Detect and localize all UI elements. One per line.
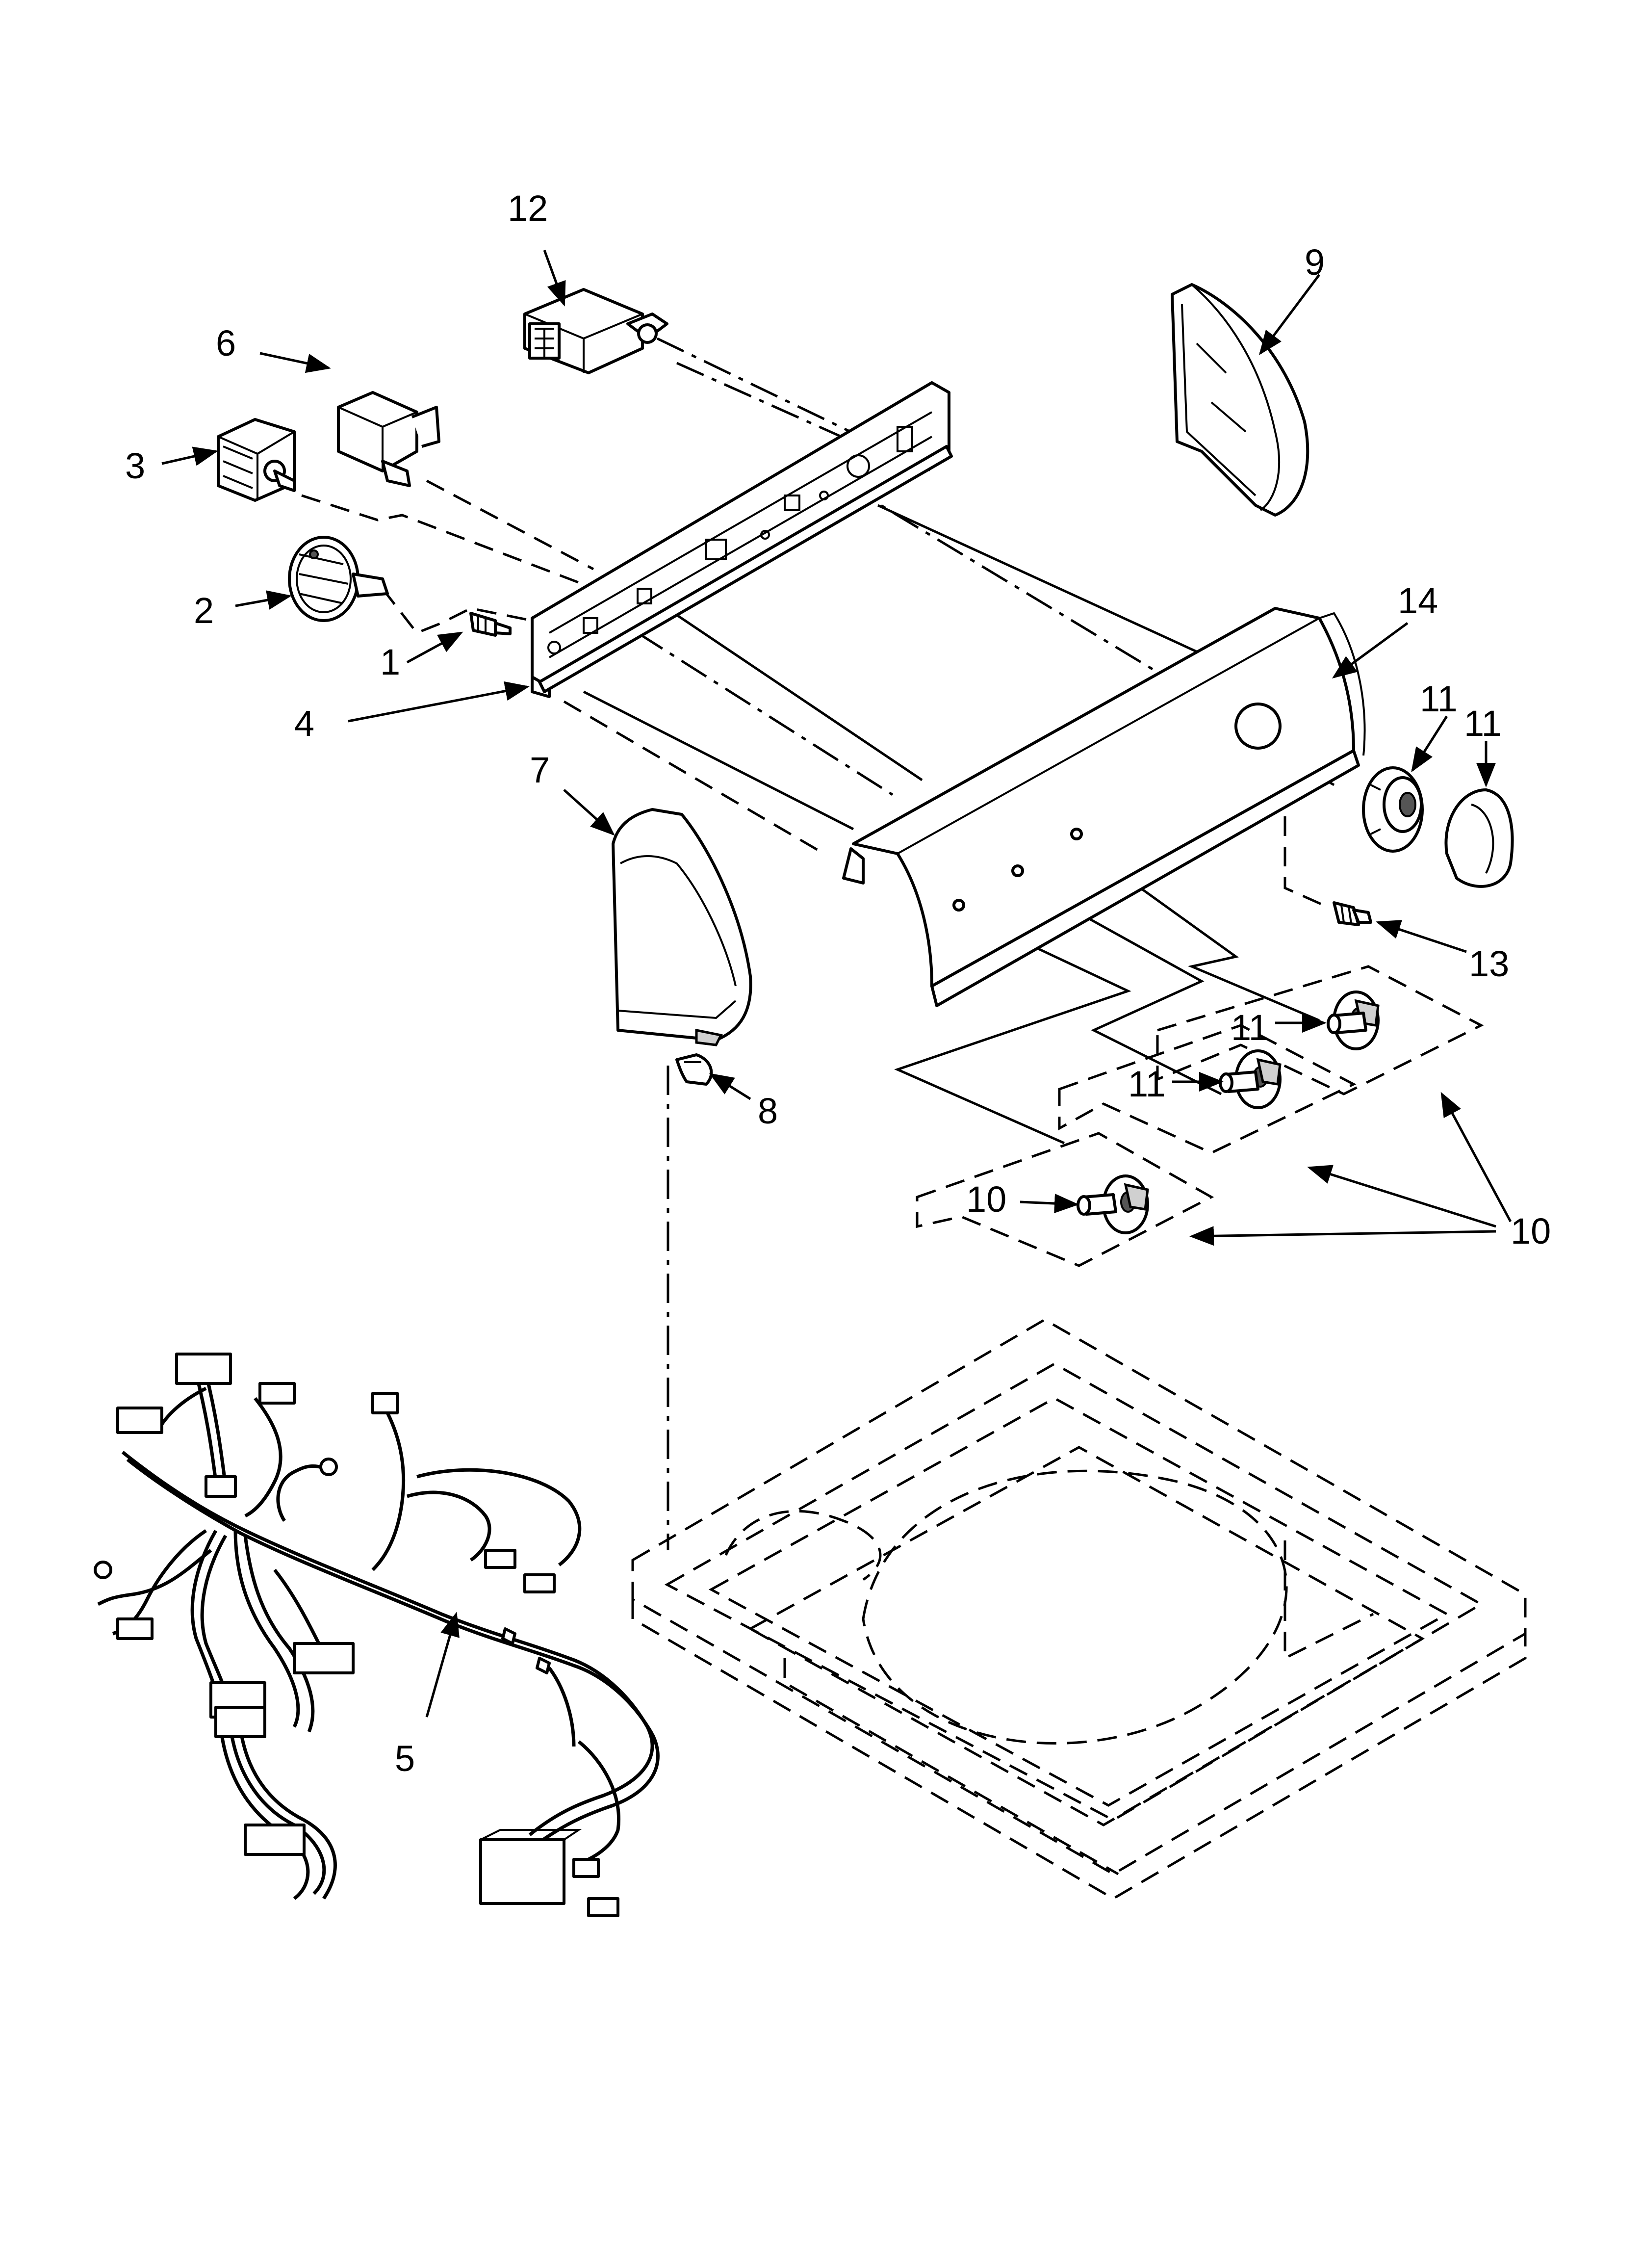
callout-4: 4 bbox=[294, 703, 314, 744]
callout-8: 8 bbox=[758, 1091, 778, 1131]
callout-2: 2 bbox=[194, 590, 214, 631]
callout-6: 6 bbox=[216, 323, 236, 364]
callout-11-lower: 10 bbox=[966, 1179, 1006, 1220]
end-cap-part-9 bbox=[1171, 283, 1309, 517]
console-panel-part-16 bbox=[842, 607, 1366, 1007]
wire-harness-part-5 bbox=[94, 1353, 660, 1917]
pressure-switch-part-2 bbox=[288, 536, 389, 622]
rotary-switch-part-6 bbox=[337, 391, 440, 487]
callout-14: 12 bbox=[508, 188, 548, 229]
switch-block-part-14 bbox=[523, 288, 668, 374]
side-cap-part-7 bbox=[612, 808, 752, 1046]
callout-12: 11 bbox=[1420, 678, 1458, 719]
leader-arrows bbox=[161, 250, 1512, 1718]
control-bracket-part-4 bbox=[531, 381, 953, 698]
callout-7: 7 bbox=[530, 750, 550, 790]
clip-part-8 bbox=[675, 1053, 713, 1086]
callout-labels: 12 9 6 3 2 1 4 14 11 11 7 13 8 11 11 10 … bbox=[125, 188, 1551, 1779]
screw-part-15 bbox=[1333, 901, 1372, 926]
callout-9: 9 bbox=[1305, 242, 1325, 283]
knob-part-13 bbox=[1444, 788, 1514, 888]
callout-13: 11 bbox=[1464, 703, 1502, 744]
knob-group-outlines bbox=[916, 965, 1484, 1267]
callout-3: 3 bbox=[125, 445, 145, 486]
callout-15: 13 bbox=[1469, 943, 1509, 984]
bezel-part-12 bbox=[1362, 766, 1424, 853]
bulbs-part-11 bbox=[1077, 1012, 1367, 1216]
timer-part-3 bbox=[217, 418, 296, 502]
callout-10: 10 bbox=[1511, 1211, 1551, 1251]
callout-5: 5 bbox=[395, 1738, 415, 1779]
callout-11-upper: 11 bbox=[1231, 1007, 1269, 1048]
screw-part-1 bbox=[469, 612, 512, 637]
callout-16: 14 bbox=[1398, 580, 1438, 621]
callout-11-middle: 11 bbox=[1128, 1064, 1166, 1104]
callout-1: 1 bbox=[380, 642, 400, 682]
cabinet-top-outline bbox=[631, 1318, 1527, 1900]
